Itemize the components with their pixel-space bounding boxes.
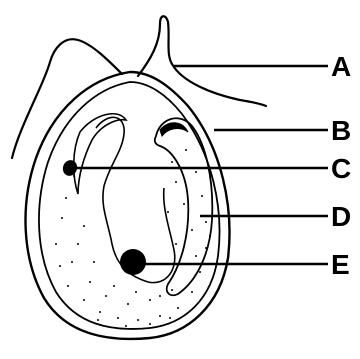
pyrenoid bbox=[120, 249, 146, 275]
chloroplast-dark-edge bbox=[160, 123, 188, 136]
chloroplast bbox=[155, 118, 213, 295]
label-a: A bbox=[331, 51, 351, 82]
flagellum-right bbox=[138, 16, 266, 106]
cytoplasm-dots bbox=[55, 149, 211, 327]
cell-wall bbox=[26, 72, 230, 339]
flagellum-left bbox=[12, 39, 122, 158]
label-b: B bbox=[331, 115, 351, 146]
label-d: D bbox=[331, 201, 351, 232]
label-e: E bbox=[331, 249, 350, 280]
label-c: C bbox=[331, 153, 351, 184]
